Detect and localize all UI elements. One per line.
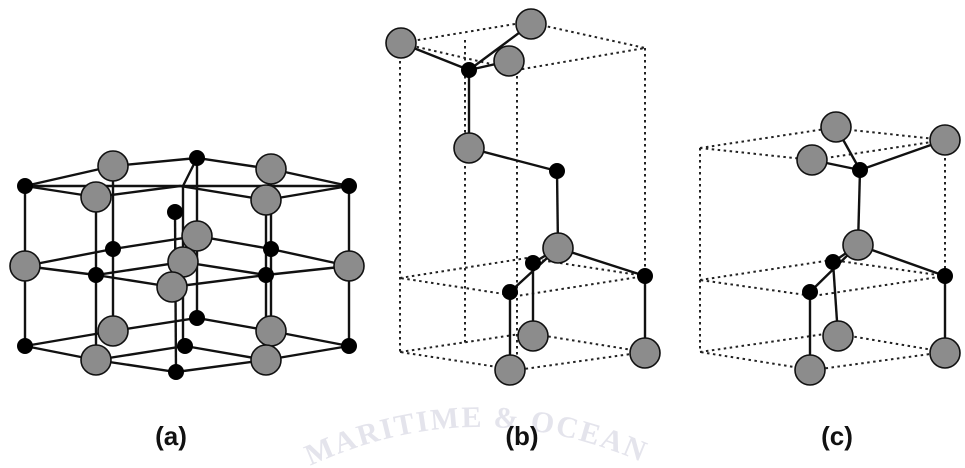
large-atom [822, 320, 854, 352]
panel-label-a: (a) [155, 421, 187, 451]
large-atom [255, 153, 287, 185]
large-atom [156, 271, 188, 303]
panel-b-small-atoms [461, 62, 653, 300]
panel-label-b: (b) [505, 421, 539, 451]
large-atom [494, 354, 526, 386]
small-atom [17, 338, 33, 354]
svg-text:MARITIME & OCEAN UN: MARITIME & OCEAN UN [300, 388, 660, 468]
large-atom [80, 344, 112, 376]
large-atom [385, 27, 417, 59]
small-atom [502, 284, 518, 300]
large-atom [333, 250, 365, 282]
small-atom [802, 284, 818, 300]
large-atom [97, 315, 129, 347]
panel-b-unit-cell [399, 20, 646, 372]
small-atom [937, 268, 953, 284]
small-atom [189, 310, 205, 326]
small-atom [258, 267, 274, 283]
large-atom [250, 184, 282, 216]
large-atom [80, 181, 112, 213]
small-atom [189, 150, 205, 166]
bond [95, 184, 267, 202]
panel-c-small-atoms [802, 162, 953, 300]
large-atom [929, 124, 961, 156]
small-atom [637, 268, 653, 284]
large-atom [796, 144, 828, 176]
small-atom [525, 255, 541, 271]
small-atom [168, 364, 184, 380]
large-atom [517, 320, 549, 352]
small-atom [549, 163, 565, 179]
cell-edge [699, 258, 946, 298]
panel-b-large-atoms [385, 8, 661, 386]
small-atom [177, 338, 193, 354]
large-atom [820, 111, 852, 143]
small-atom [263, 241, 279, 257]
large-atom [842, 229, 874, 261]
small-atom [17, 178, 33, 194]
small-atom [341, 178, 357, 194]
cell-edge [399, 20, 646, 72]
small-atom [825, 254, 841, 270]
large-atom [929, 337, 961, 369]
large-atom [9, 250, 41, 282]
large-atom [181, 220, 213, 252]
small-atom [105, 241, 121, 257]
large-atom [493, 45, 525, 77]
large-atom [629, 337, 661, 369]
small-atom [167, 204, 183, 220]
small-atom [461, 62, 477, 78]
large-atom [542, 232, 574, 264]
panel-a-small-atoms [17, 150, 357, 380]
watermark-text: MARITIME & OCEAN UN [300, 388, 660, 468]
large-atom [453, 132, 485, 164]
large-atom [250, 344, 282, 376]
small-atom [852, 162, 868, 178]
large-atom [515, 8, 547, 40]
large-atom [255, 315, 287, 347]
small-atom [341, 338, 357, 354]
watermark: MARITIME & OCEAN UN [300, 388, 660, 468]
panel-b-bonds [400, 23, 647, 370]
large-atom [794, 354, 826, 386]
panel-c-large-atoms [794, 111, 961, 386]
large-atom [97, 150, 129, 182]
panel-label-c: (c) [821, 421, 853, 451]
small-atom [88, 267, 104, 283]
panel-a-large-atoms [9, 150, 365, 376]
